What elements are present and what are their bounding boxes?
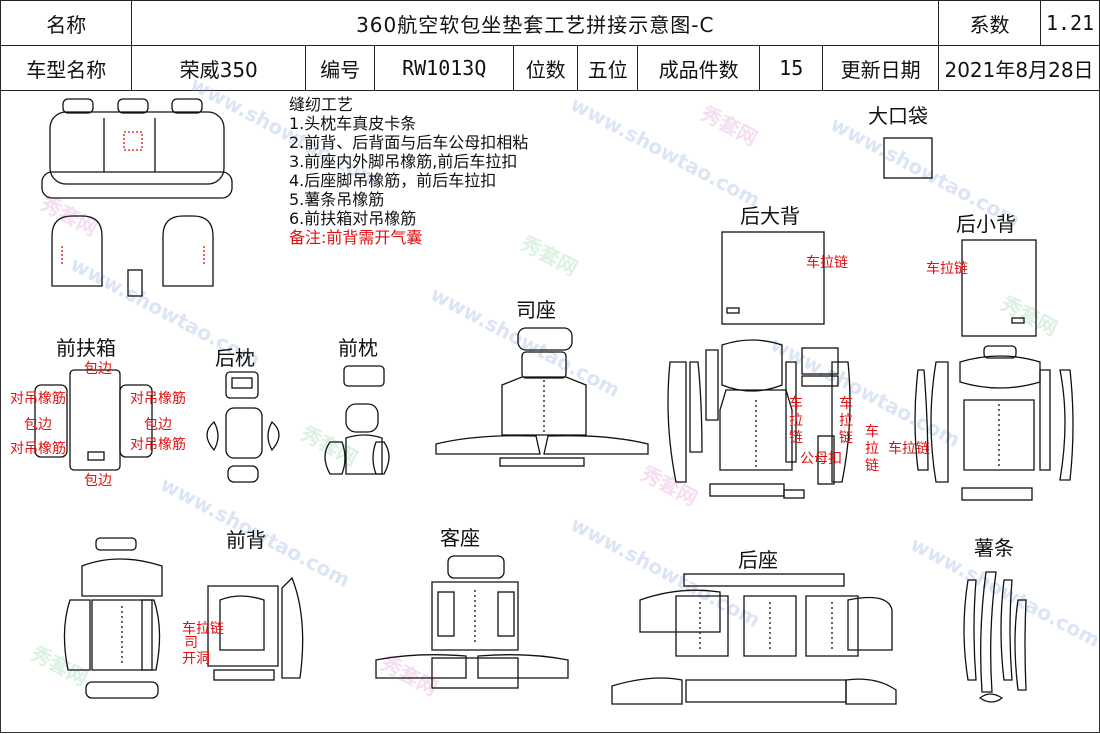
strip-pieces (963, 571, 1027, 703)
note-item: 2.前背、后背面与后车公母扣相粘 (289, 133, 529, 152)
rear-small-back-pieces (961, 239, 1037, 337)
date-label: 更新日期 (822, 45, 940, 91)
annotation-binding: 包边 (84, 361, 112, 377)
annotation-snap-fastener: 公母扣 (800, 451, 842, 467)
pieces-label: 成品件数 (637, 45, 761, 91)
sewing-process-notes: 缝纫工艺 1.头枕车真皮卡条 2.前背、后背面与后车公母扣相粘 3.前座内外脚吊… (289, 95, 528, 247)
rear-small-back-cut-pieces (914, 345, 1074, 501)
rear-back-cut-pieces (667, 339, 851, 499)
section-label-front-back: 前背 (226, 528, 266, 552)
section-label-rear-big-back: 后大背 (740, 204, 800, 228)
notes-title: 缝纫工艺 (289, 95, 354, 114)
header-table: 名称 360航空软包坐垫套工艺拼接示意图-C 系数 1.21 车型名称 荣威35… (0, 0, 1100, 91)
note-item: 4.后座脚吊橡筋，前后车拉扣 (289, 171, 497, 190)
annotation-paired-elastic: 对吊橡筋 (130, 437, 186, 453)
front-back-pieces (63, 537, 304, 699)
date-value: 2021年8月28日 (938, 45, 1100, 91)
annotation-zipper: 车拉链 (888, 441, 930, 457)
pocket-piece (883, 137, 933, 179)
model-label: 车型名称 (0, 45, 133, 91)
note-item: 1.头枕车真皮卡条 (289, 114, 417, 133)
note-item: 3.前座内外脚吊橡筋,前后车拉扣 (289, 152, 518, 171)
annotation-paired-elastic: 对吊橡筋 (130, 391, 186, 407)
annotation-zipper-vertical: 车拉链 (865, 424, 879, 474)
annotation-binding: 包边 (144, 417, 172, 433)
section-label-strips: 薯条 (974, 536, 1014, 560)
rear-big-back-pieces (721, 231, 825, 325)
section-label-driver-seat: 司座 (516, 298, 556, 322)
section-label-rear-seat: 后座 (738, 548, 778, 572)
annotation-sew-open: 司 (184, 635, 198, 651)
annotation-zipper-vertical: 车拉链 (789, 396, 803, 446)
seats-value: 五位 (577, 45, 639, 91)
pieces-value: 15 (759, 45, 824, 91)
annotation-zipper-vertical: 车拉链 (839, 396, 853, 446)
section-label-pocket: 大口袋 (868, 104, 928, 128)
name-label: 名称 (0, 0, 133, 46)
note-item: 5.薯条吊橡筋 (289, 190, 385, 209)
note-remark: 备注:前背需开气囊 (289, 228, 423, 247)
annotation-binding: 包边 (84, 473, 112, 489)
section-label-front-headrest: 前枕 (338, 336, 378, 360)
code-value: RW1013Q (374, 45, 515, 91)
annotation-zipper: 车拉链 (806, 255, 848, 271)
front-headrest-pieces (324, 365, 390, 475)
section-label-passenger-seat: 客座 (440, 526, 480, 550)
annotation-zipper: 车拉链 (926, 261, 968, 277)
rear-seat-pieces (611, 573, 897, 705)
front-armrest-pieces (34, 369, 153, 471)
section-label-front-armrest: 前扶箱 (56, 336, 116, 360)
model-value: 荣威350 (131, 45, 306, 91)
section-label-rear-headrest: 后枕 (215, 346, 255, 370)
annotation-binding: 包边 (24, 417, 52, 433)
annotation-zipper: 车拉链 (182, 621, 224, 637)
seats-label: 位数 (513, 45, 579, 91)
annotation-opening: 开洞 (182, 651, 210, 667)
note-item: 6.前扶箱对吊橡筋 (289, 209, 417, 228)
annotation-paired-elastic: 对吊橡筋 (10, 391, 66, 407)
annotation-paired-elastic: 对吊橡筋 (10, 441, 66, 457)
doc-title: 360航空软包坐垫套工艺拼接示意图-C (131, 0, 940, 46)
rear-headrest-pieces (206, 371, 280, 483)
code-label: 编号 (304, 45, 376, 91)
coef-label: 系数 (938, 0, 1042, 46)
driver-seat-pieces (435, 327, 649, 467)
seat-overview-icon (41, 98, 233, 297)
passenger-seat-pieces (375, 555, 569, 689)
section-label-rear-small-back: 后小背 (956, 212, 1016, 236)
